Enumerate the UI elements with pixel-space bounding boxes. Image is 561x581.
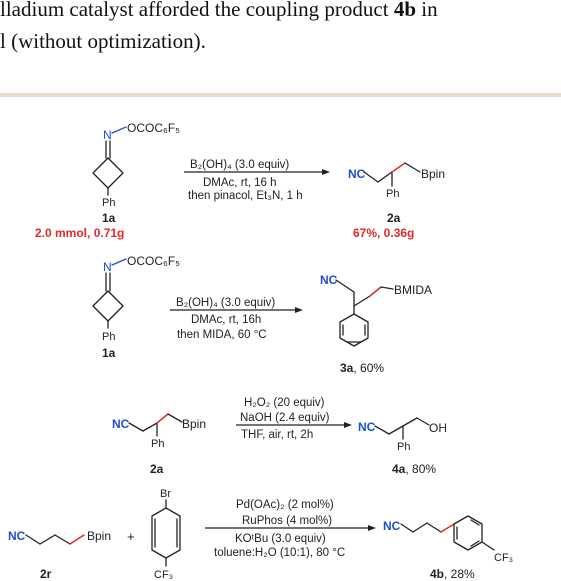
condition-workup: then pinacol, Et₃N, 1 h <box>188 190 303 202</box>
text-line-1-start: lladium catalyst afforded the coupling p… <box>0 0 394 21</box>
svg-text:toluene:H₂O (10:1), 80 °C: toluene:H₂O (10:1), 80 °C <box>214 547 345 559</box>
svg-text:DMAc, rt, 16h: DMAc, rt, 16h <box>191 314 261 326</box>
svg-text:CF₃: CF₃ <box>154 569 173 581</box>
svg-text:NC: NC <box>112 417 130 431</box>
bromoarene: Br CF₃ <box>151 488 181 581</box>
text-line-2: l (without optimization). <box>0 29 206 53</box>
yield-2a: 67%, 0.36g <box>353 226 414 240</box>
scheme-top-rule <box>0 93 561 97</box>
compound-label-4b: 4b, 28% <box>430 567 475 581</box>
text-line-1: lladium catalyst afforded the coupling p… <box>0 0 438 24</box>
svg-text:NC: NC <box>383 519 401 533</box>
product-2a: NC Bpin Ph <box>348 162 445 200</box>
oxime-substituent: OCOC₆F₅ <box>127 121 180 135</box>
svg-text:N: N <box>103 260 112 274</box>
product-4b: NC CF₃ <box>383 515 513 564</box>
svg-text:BMIDA: BMIDA <box>394 283 432 297</box>
paper-text: lladium catalyst afforded the coupling p… <box>0 0 561 86</box>
compound-label-1a: 1a <box>102 346 116 360</box>
reaction-scheme: N OCOC₆F₅ Ph 1a 2.0 mmol, 0.71g B₂(OH)₄ … <box>8 121 513 581</box>
oxime-ester-1a-second: N OCOC₆F₅ Ph <box>92 254 180 343</box>
svg-text:Bpin: Bpin <box>421 167 445 181</box>
oxime-ester-1a: N OCOC₆F₅ Ph <box>92 121 180 209</box>
svg-text:Pd(OAc)₂ (2 mol%): Pd(OAc)₂ (2 mol%) <box>236 499 334 511</box>
condition-solvent: DMAc, rt, 16 h <box>203 177 277 189</box>
phenyl-label: Ph <box>102 197 115 209</box>
svg-text:Ph: Ph <box>397 441 410 453</box>
svg-text:B₂(OH)₄ (3.0 equiv): B₂(OH)₄ (3.0 equiv) <box>176 297 275 309</box>
svg-text:NC: NC <box>348 167 366 181</box>
svg-text:Ph: Ph <box>151 438 164 450</box>
svg-text:Ph: Ph <box>386 188 399 200</box>
reaction-2: N OCOC₆F₅ Ph 1a B₂(OH)₄ (3.0 equiv) DMAc… <box>92 254 432 375</box>
reaction-1: N OCOC₆F₅ Ph 1a 2.0 mmol, 0.71g B₂(OH)₄ … <box>35 121 445 240</box>
svg-text:THF, air, rt, 2h: THF, air, rt, 2h <box>241 429 313 441</box>
compound-label-2a: 2a <box>150 462 164 476</box>
svg-text:Ph: Ph <box>102 331 115 343</box>
svg-text:Bpin: Bpin <box>182 417 206 431</box>
svg-text:NC: NC <box>8 529 26 543</box>
svg-text:OH: OH <box>429 421 447 435</box>
compound-ref-4b: 4b <box>393 0 417 21</box>
compound-label-3a: 3a, 60% <box>340 361 384 375</box>
svg-text:Bpin: Bpin <box>87 529 111 543</box>
svg-text:KOᵗBu (3.0 equiv): KOᵗBu (3.0 equiv) <box>235 533 326 545</box>
compound-label-4a: 4a, 80% <box>392 462 436 476</box>
product-4a: NC OH Ph <box>358 417 447 453</box>
svg-text:NaOH (2.4 equiv): NaOH (2.4 equiv) <box>240 412 330 424</box>
condition-reagent: B₂(OH)₄ (3.0 equiv) <box>190 159 289 171</box>
svg-text:OCOC₆F₅: OCOC₆F₅ <box>127 254 180 268</box>
svg-text:then MIDA, 60 °C: then MIDA, 60 °C <box>177 329 267 341</box>
product-3a: NC BMIDA <box>320 273 432 347</box>
svg-text:Br: Br <box>160 488 171 500</box>
svg-text:NC: NC <box>358 420 376 434</box>
reactant-2r: NC Bpin <box>8 529 111 545</box>
text-line-1-end: in <box>416 0 438 21</box>
plus-sign: + <box>127 529 135 544</box>
compound-label-2r: 2r <box>40 567 52 581</box>
svg-text:H₂O₂ (20 equiv): H₂O₂ (20 equiv) <box>244 397 325 409</box>
svg-text:RuPhos (4 mol%): RuPhos (4 mol%) <box>242 515 332 527</box>
svg-text:CF₃: CF₃ <box>494 552 513 564</box>
scale-label: 2.0 mmol, 0.71g <box>35 226 124 240</box>
svg-text:N: N <box>103 128 112 142</box>
svg-text:NC: NC <box>320 273 338 287</box>
compound-label-1a: 1a <box>102 211 116 225</box>
reactant-2a: NC Bpin Ph <box>112 413 206 450</box>
reaction-3: NC Bpin Ph 2a H₂O₂ (20 equiv) NaOH (2.4 … <box>112 397 447 476</box>
reaction-4: NC Bpin 2r + Br CF₃ Pd(OAc)₂ (2 mol%) Ru… <box>8 488 513 581</box>
compound-label-2a: 2a <box>387 211 401 225</box>
